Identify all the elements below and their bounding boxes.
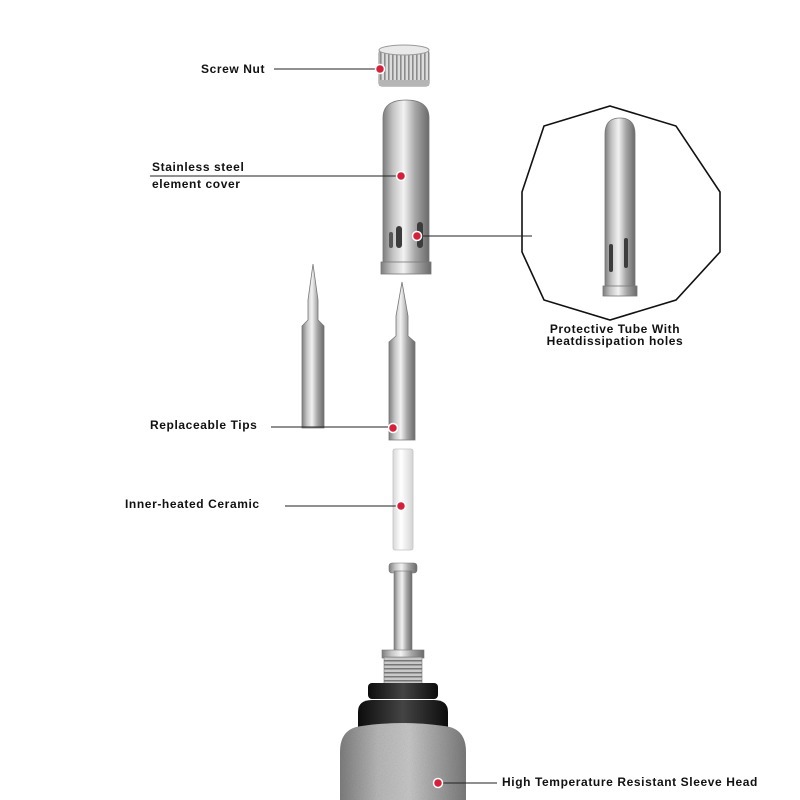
red-dot-marker [395,500,407,512]
red-dot-marker [411,230,423,242]
tips-label: Replaceable Tips [150,418,258,432]
protective-tube-closeup [602,117,638,297]
screw-nut-label: Screw Nut [201,62,266,76]
element-cover [380,99,432,275]
sleeve-head-label: High Temperature Resistant Sleeve Head [502,775,758,789]
threaded-collar [381,649,425,686]
cover-label-line2: element cover [152,177,241,191]
cover-label-line1: Stainless steel [152,160,245,174]
protective-tube-label-line2: Heatdissipation holes [546,334,684,348]
replaceable-tip [388,281,416,441]
screw-nut [378,44,430,87]
red-dot-marker [395,170,407,182]
ceramic-label: Inner-heated Ceramic [125,497,260,511]
spare-tip [301,263,325,429]
ceramic-heater [392,448,414,551]
sleeve-head-handle [340,723,466,800]
protective-tube-label-line1: Protective Tube With [549,322,681,336]
red-dot-marker [374,63,386,75]
leader-lines [150,68,532,784]
red-dot-marker [387,422,399,434]
red-dot-marker [432,777,444,789]
callout-dots [374,63,444,789]
iron-shaft [388,562,418,652]
